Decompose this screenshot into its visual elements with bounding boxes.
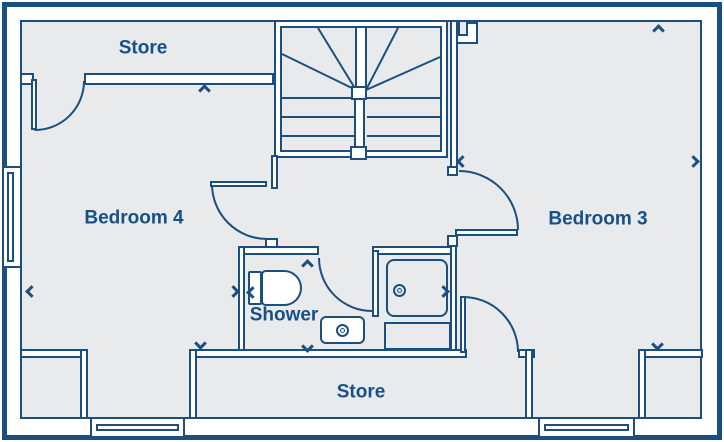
stair-newel-bottom	[350, 146, 367, 160]
airing-cupboard	[384, 322, 451, 350]
window-left-glazing	[7, 172, 14, 262]
door-leaf-bedroom-3	[455, 229, 518, 236]
wall-shower-top-left	[238, 246, 319, 255]
room-label-store-bottom: Store	[336, 381, 386, 403]
wall-jamb-bedroom-3-top	[447, 166, 458, 176]
toilet-bowl	[261, 270, 302, 306]
wall-closet-right-top	[638, 349, 703, 358]
door-leaf-bedroom-4	[210, 181, 267, 187]
wall-closet-right-side	[638, 349, 646, 419]
wall-store-bottom-right	[525, 349, 533, 419]
wall-shower-top-right	[372, 246, 457, 255]
wall-closet-left-top	[20, 349, 88, 358]
basin-drain-inner	[340, 328, 345, 333]
wall-store-bottom-top	[189, 349, 467, 358]
shower-drain	[393, 284, 406, 297]
door-leaf-store-top	[31, 79, 37, 130]
wall-shower-left	[238, 246, 245, 355]
stair-newel	[354, 98, 365, 150]
chimney-recess	[458, 22, 468, 36]
wall-store-bottom-left	[189, 349, 197, 419]
room-label-bedroom-3: Bedroom 3	[548, 208, 648, 230]
wall-closet-left-side	[80, 349, 88, 419]
basin-drain	[336, 324, 349, 337]
room-label-bedroom-4: Bedroom 4	[84, 207, 184, 229]
wall-landing-left	[271, 155, 278, 189]
door-leaf-store-bottom	[460, 296, 466, 353]
shower-drain-inner	[397, 288, 402, 293]
wall-shower-screen	[372, 250, 379, 317]
window-bottom-right-glazing	[544, 424, 629, 431]
wall-shower-right	[450, 245, 457, 355]
room-label-store-top: Store	[118, 37, 168, 59]
wall-bedroom-3-divider	[450, 20, 458, 170]
room-label-shower: Shower	[249, 304, 319, 326]
wall-store-top-bottom	[84, 73, 274, 85]
window-bottom-left-glazing	[96, 424, 179, 431]
